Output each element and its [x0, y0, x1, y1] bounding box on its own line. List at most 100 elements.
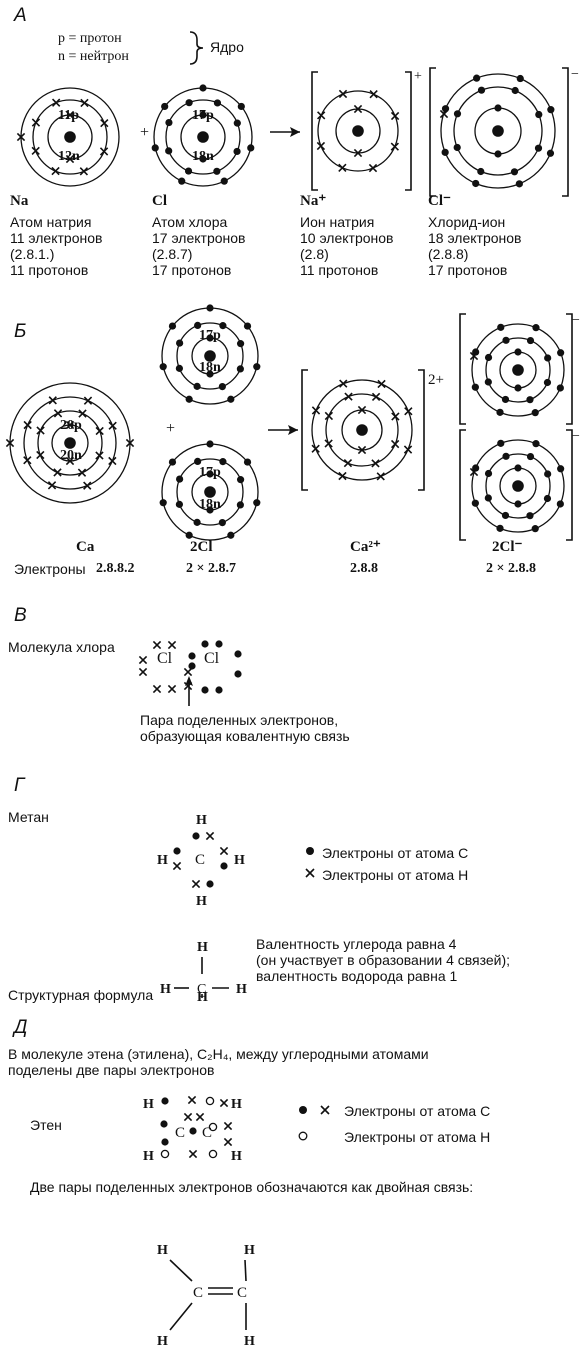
ca-ion-electron	[344, 392, 353, 401]
cl-ion-2-electron	[543, 494, 552, 503]
cl-ion-1-nucleus	[512, 364, 524, 376]
ca-atom-electron	[48, 396, 57, 405]
ethene-c-electron	[187, 1095, 197, 1105]
cl-ion-1-electron	[556, 384, 564, 392]
ion-symbol-cl: Cl⁻	[428, 193, 451, 209]
cl-atom-1-electron	[194, 321, 202, 330]
section-label-e: Д	[14, 1017, 28, 1038]
ca-ion-electron	[371, 459, 380, 468]
reaction-arrowhead-b	[288, 425, 298, 435]
cl-ion-2-electron	[514, 464, 522, 472]
cl-atom-1-electron	[185, 395, 193, 403]
cl-ion-electron	[473, 74, 481, 82]
ca-atom-electron	[5, 438, 15, 448]
shared-pair-note: Пара поделенных электронов,образующая ко…	[140, 712, 350, 744]
cl-ion-electron	[441, 105, 450, 113]
cl-ion-electron	[453, 110, 462, 118]
legend-c-electrons-e: Электроны от атома C	[344, 1103, 491, 1119]
methane-h-right: H	[234, 853, 245, 868]
plus-sign-a: +	[140, 124, 149, 141]
na-ion-nucleus	[352, 125, 364, 137]
cl-right-electron	[215, 686, 223, 694]
cl-ion-charge: −	[571, 67, 579, 82]
na-ion-electron	[338, 89, 348, 99]
ethene-shared-electron	[183, 1112, 193, 1122]
ca-atom-electron	[108, 456, 117, 466]
cl-atom-2-electron	[206, 470, 214, 478]
cl-atom-1-electron	[219, 322, 227, 330]
ca-ion-electron	[324, 439, 333, 448]
cl-ion-2-electron	[544, 470, 552, 478]
ca-atom-electron	[65, 420, 75, 430]
ca-atom-electron	[83, 481, 92, 490]
cl-ion-1-electron	[497, 323, 505, 331]
bracket-right-cl-ion	[562, 67, 569, 197]
cl-atom-1-electron	[206, 304, 214, 312]
cl-atom-1-electron	[218, 382, 226, 391]
cl-atom-2-electron	[219, 458, 227, 466]
cl-atom-2-electron	[236, 476, 245, 484]
cl-atom-2-electron	[159, 499, 167, 507]
ca-atom-electron	[53, 468, 62, 477]
cl-atom-electron	[185, 99, 193, 107]
cl-ion-1-shell-2	[485, 337, 551, 403]
cl-left-electron	[167, 684, 177, 694]
legend-neutron: n = нейтрон	[58, 49, 129, 64]
cl-atom-2-electron	[227, 531, 235, 539]
cl-ion-2-shell-3	[471, 439, 565, 533]
cl-atom-electron	[237, 102, 245, 111]
ethene-h-bottom-right: H	[231, 1149, 242, 1164]
ca-ion-shell-3	[311, 379, 413, 481]
cl-ion-electron	[516, 74, 524, 83]
methane-h-electron	[205, 831, 215, 841]
ca-atom-electron	[53, 409, 63, 418]
cl-ion-1-electron	[557, 349, 565, 357]
ethene-shared-electron	[195, 1112, 205, 1122]
section-label-c: В	[14, 605, 27, 626]
ca-atom-electron	[23, 456, 32, 465]
methane-h-electron	[219, 846, 229, 856]
cl-atom-1-electron	[168, 322, 177, 330]
cl-ion-1-electron	[526, 336, 535, 345]
ethene-c-right: C	[202, 1125, 212, 1141]
cl-ion-2-electron	[472, 464, 480, 472]
cl-atom-1-electron	[236, 365, 244, 373]
valency-note: Валентность углерода равна 4(он участвуе…	[256, 936, 511, 984]
cl-ion-electron	[472, 179, 480, 188]
cl-ion-electron	[535, 110, 543, 119]
legend-c-electrons-d: Электроны от атома C	[322, 845, 469, 861]
na-atom-electron	[65, 110, 75, 120]
na-ion-electron	[353, 104, 363, 114]
cl-atom-1-nucleus	[204, 350, 216, 362]
ca-atom-electron	[95, 451, 104, 460]
ethene-h-electron	[208, 1149, 218, 1159]
plus-sign-b: +	[166, 420, 175, 437]
cl-ion-2-electron	[526, 512, 534, 520]
methane-c-electron	[173, 847, 181, 855]
cl-ion-1-electron	[514, 384, 522, 392]
cl-ion-electron	[511, 86, 519, 95]
cl-atom-electron	[161, 102, 169, 111]
ethene-shared-electron	[189, 1127, 197, 1135]
ethene-struct-h-top-left: H	[157, 1243, 168, 1258]
na-ion-electron	[316, 141, 326, 151]
bracket-left-na-ion	[311, 71, 318, 191]
na-ion-charge: +	[414, 69, 422, 84]
config-2cl: 2 × 2.8.7	[186, 561, 236, 576]
cl-ion-gained-electron	[439, 109, 449, 119]
bond-top-left	[169, 1259, 193, 1282]
ethene-h-electron	[208, 1122, 218, 1132]
cl-atom-electron	[213, 167, 221, 175]
ethene-intro: В молекуле этена (этилена), C₂H₄, между …	[8, 1046, 429, 1078]
shared-electron-dot	[188, 652, 196, 660]
ethene-c-electron	[160, 1120, 168, 1128]
cl-atom-1-electron	[206, 370, 214, 378]
cl-ion-1-electron	[544, 354, 552, 362]
ca-atom-electron	[77, 468, 87, 477]
ca-ion-label: Ca²⁺	[350, 539, 381, 555]
legend-dot-e	[299, 1106, 307, 1114]
cl-atom-2-electron	[175, 500, 184, 508]
ca-ion-electron	[343, 458, 353, 468]
